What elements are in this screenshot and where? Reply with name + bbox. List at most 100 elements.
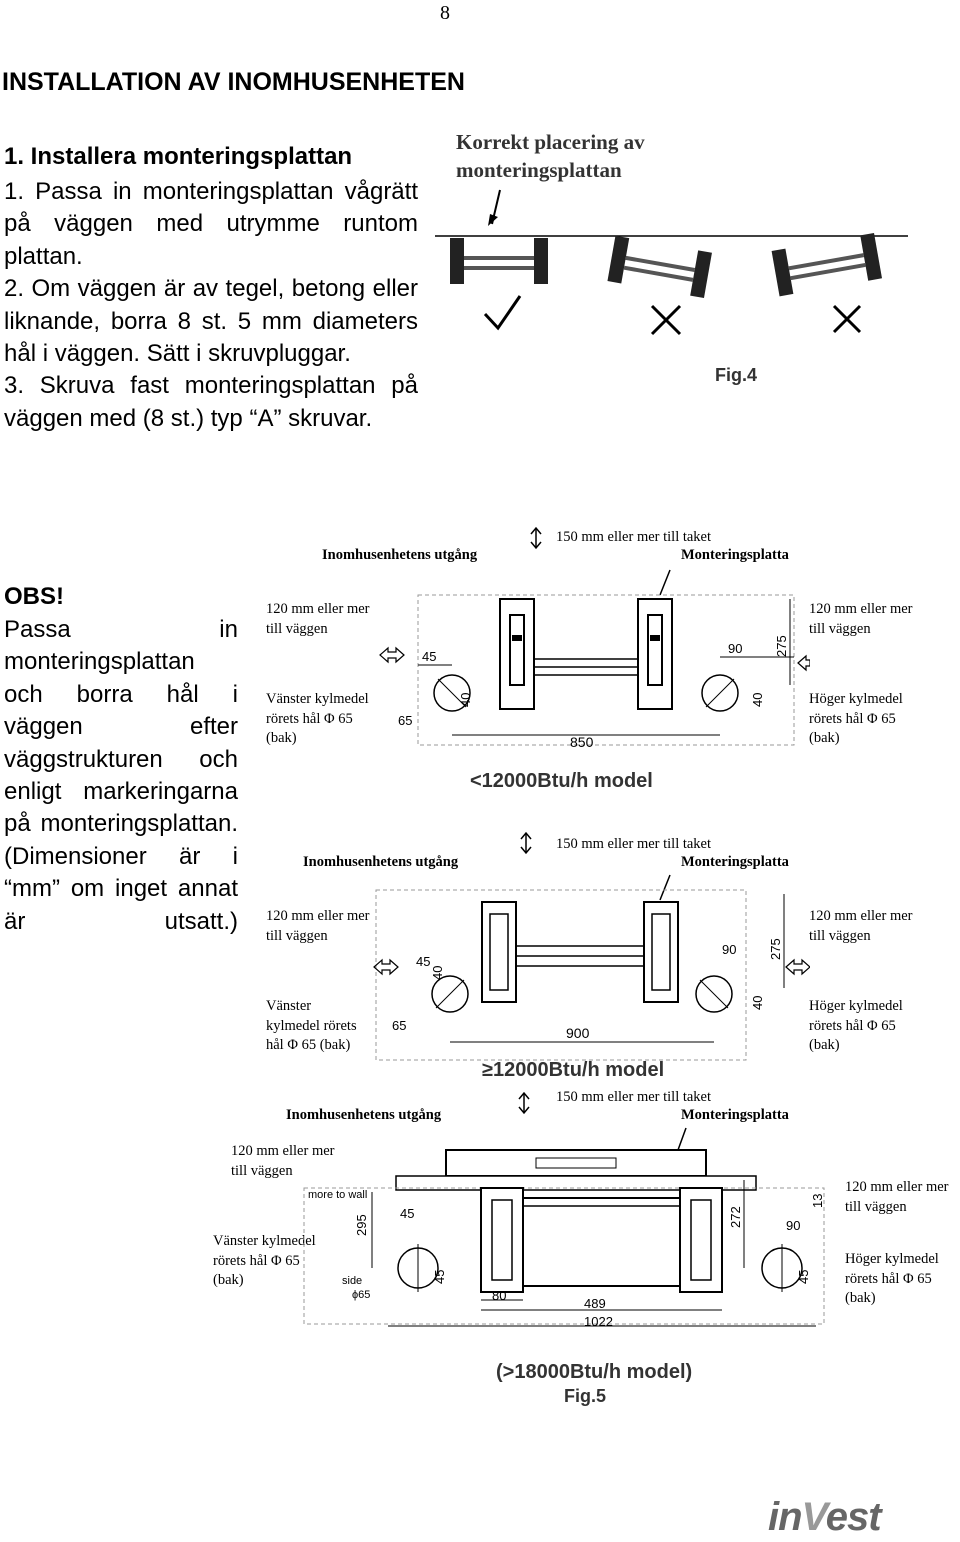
step-3: 3. Skruva fast monteringsplattan på vägg…: [4, 372, 418, 432]
d3-outlet-label: Inomhusenhetens utgång: [286, 1107, 442, 1123]
wall-text-1: 120 mm eller mer: [266, 601, 370, 617]
d1-ceiling-label: 150 mm eller mer till taket: [556, 529, 712, 545]
wall-text-1: 120 mm eller mer: [809, 908, 913, 924]
instruction-steps: 1. Passa in monteringsplattan vågrätt på…: [4, 176, 418, 435]
up-down-arrow-icon: [530, 526, 542, 550]
dim: 45: [432, 1270, 447, 1284]
d2-right-pipe-label: Höger kylmedel rörets hål Φ 65 (bak): [809, 997, 903, 1056]
d3-left-pipe-label: Vänster kylmedel rörets hål Φ 65 (bak): [213, 1232, 316, 1291]
side-text: side: [342, 1275, 362, 1287]
pipe-text-1: Vänster: [266, 998, 312, 1014]
d2-left-wall-label: 120 mm eller mer till väggen: [266, 907, 369, 946]
obs-title: OBS!: [4, 583, 64, 610]
wall-text-2: till väggen: [266, 620, 328, 637]
cross-icon: [832, 304, 862, 334]
d1-left-pipe-label: Vänster kylmedel rörets hål Φ 65 (bak): [266, 690, 369, 749]
left-right-arrow-icon: [379, 646, 405, 664]
check-icon: [483, 295, 522, 331]
d2-right-wall-label: 120 mm eller mer till väggen: [809, 907, 912, 946]
diagram3-model: (>18000Btu/h model): [496, 1361, 692, 1383]
left-right-arrow-icon: [785, 958, 810, 976]
dim: 40: [750, 693, 765, 707]
up-down-arrow-icon: [520, 831, 532, 855]
section-title: 1. Installera monteringsplattan: [4, 143, 353, 170]
diagram1-model: <12000Btu/h model: [470, 770, 653, 792]
fig4-illustration: Fig.4: [435, 189, 908, 385]
left-right-arrow-icon: [797, 654, 810, 672]
wall-text-2: till väggen: [809, 620, 871, 637]
d3-right-pipe-label: Höger kylmedel rörets hål Φ 65 (bak): [845, 1250, 939, 1309]
cross-icon: [650, 304, 682, 336]
plate-correct: [450, 238, 548, 284]
pipe-text-3: hål Φ 65 (bak): [266, 1037, 351, 1053]
d3-right-wall-label: 120 mm eller mer till väggen: [845, 1178, 948, 1217]
wall-text-1: 120 mm eller mer: [809, 601, 913, 617]
diagram2-drawing: 45 40 90 275 40 65 900 ≥12000Btu/h model: [373, 831, 810, 1080]
d3-plate-label: Monteringsplatta: [681, 1107, 789, 1123]
wall-text-1: 120 mm eller mer: [266, 908, 370, 924]
step-2: 2. Om väggen är av tegel, betong eller l…: [4, 275, 418, 368]
bracket-right: [679, 1187, 723, 1293]
obs-text: Passa in monteringsplattan och borra hål…: [4, 616, 238, 935]
pipe-text-1: Vänster kylmedel: [213, 1233, 316, 1249]
d2-ceiling-label: 150 mm eller mer till taket: [556, 836, 712, 852]
logo-part: est: [825, 1495, 882, 1539]
wall-text-2: till väggen: [231, 1162, 293, 1179]
pipe-text-2: rörets hål Φ 65: [213, 1252, 300, 1269]
d2-left-pipe-label: Vänster kylmedel rörets hål Φ 65 (bak): [266, 997, 357, 1056]
d2-outlet-label: Inomhusenhetens utgång: [303, 854, 459, 870]
dim: 90: [728, 641, 742, 656]
d1-right-wall-label: 120 mm eller mer till väggen: [809, 600, 912, 639]
page-heading: INSTALLATION AV INOMHUSENHETEN: [2, 68, 465, 96]
pipe-text-2: rörets hål Φ 65: [809, 1017, 896, 1034]
left-right-arrow-icon: [373, 958, 399, 976]
dim: 275: [768, 938, 783, 960]
dim: 65: [392, 1018, 406, 1033]
dim: 900: [566, 1025, 590, 1041]
dim: 272: [728, 1206, 743, 1228]
wall-text-2: till väggen: [266, 927, 328, 944]
d3-ceiling-label: 150 mm eller mer till taket: [556, 1089, 712, 1105]
bracket-right: [637, 598, 673, 710]
up-down-arrow-icon: [518, 1091, 530, 1115]
dim: 40: [750, 996, 765, 1010]
d1-right-pipe-label: Höger kylmedel rörets hål Φ 65 (bak): [809, 690, 903, 749]
fig4-caption: Korrekt placering av monteringsplattan: [456, 130, 645, 182]
step-1: 1. Passa in monteringsplattan vågrätt på…: [4, 178, 418, 270]
bracket-left: [481, 901, 517, 1003]
bracket-left: [499, 598, 535, 710]
dim: 65: [398, 713, 412, 728]
wall-text-2: till väggen: [845, 1198, 907, 1215]
plate-tilted-2: [771, 232, 882, 297]
pipe-text-2: rörets hål Φ 65: [845, 1270, 932, 1287]
dim: 40: [458, 693, 473, 707]
dim: 1022: [584, 1314, 613, 1329]
pipe-text-2: rörets hål Φ 65: [809, 710, 896, 727]
dim: 295: [354, 1214, 369, 1236]
pipe-text-3: (bak): [213, 1272, 244, 1288]
dim: 90: [722, 942, 736, 957]
dim: 40: [430, 966, 445, 980]
pipe-text-1: Höger kylmedel: [845, 1251, 939, 1267]
pipe-text-2: rörets hål Φ 65: [266, 710, 353, 727]
dim: 45: [416, 954, 430, 969]
page-number: 8: [440, 2, 450, 24]
diagram1-drawing: 45 40 90 275 40 65 850 <12000Btu/h model: [379, 526, 810, 792]
pipe-text-3: (bak): [845, 1290, 876, 1306]
pipe-text-1: Höger kylmedel: [809, 998, 903, 1014]
dim: 80: [492, 1288, 506, 1303]
fig5-label: Fig.5: [564, 1386, 606, 1406]
wall-text-1: 120 mm eller mer: [845, 1179, 949, 1195]
logo-part: in: [768, 1495, 803, 1539]
wall-text-2: till väggen: [809, 927, 871, 944]
dim: ϕ65: [352, 1289, 370, 1301]
d1-plate-label: Monteringsplatta: [681, 547, 789, 563]
dim: 45: [796, 1270, 811, 1284]
pipe-text-2: kylmedel rörets: [266, 1017, 357, 1034]
dim: 90: [786, 1218, 800, 1233]
dim: 45: [400, 1206, 414, 1221]
dim: 489: [584, 1296, 606, 1311]
diagram2-model: ≥12000Btu/h model: [482, 1059, 664, 1080]
pipe-text-3: (bak): [266, 730, 297, 746]
wall-text-1: 120 mm eller mer: [231, 1143, 335, 1159]
